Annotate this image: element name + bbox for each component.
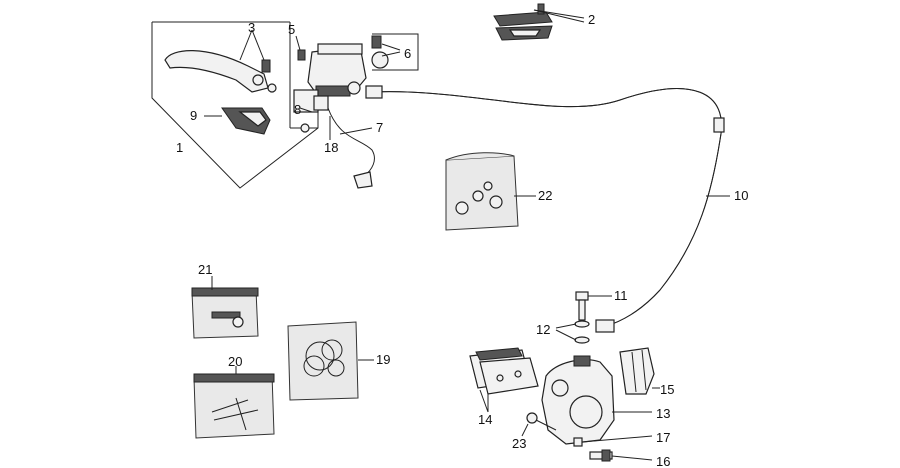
callout-6: 6 — [404, 46, 411, 61]
callout-17: 17 — [656, 430, 670, 445]
washer-12b — [574, 336, 590, 344]
callout-16: 16 — [656, 454, 670, 468]
callout-2: 2 — [588, 12, 595, 27]
banjo-bolt-11 — [575, 291, 589, 301]
brake-switch — [313, 95, 329, 111]
callout-11: 11 — [614, 288, 628, 303]
clamp-screw — [297, 49, 306, 61]
callout-15: 15 — [660, 382, 674, 397]
banjo-bolt — [371, 35, 382, 49]
callout-5: 5 — [288, 22, 295, 37]
callout-14: 14 — [478, 412, 492, 427]
callout-9: 9 — [190, 108, 197, 123]
callout-19: 19 — [376, 352, 390, 367]
callout-10: 10 — [734, 188, 748, 203]
callout-18: 18 — [324, 140, 338, 155]
group-1-outline — [151, 22, 319, 189]
hose-fitting-bottom — [595, 319, 615, 333]
mounting-screw-16 — [589, 451, 613, 460]
callout-23: 23 — [512, 436, 526, 451]
callout-1: 1 — [176, 140, 183, 155]
callout-22: 22 — [538, 188, 552, 203]
callout-3: 3 — [248, 20, 255, 35]
callout-21: 21 — [198, 262, 212, 277]
brake-pad-rear — [479, 357, 539, 395]
callout-20: 20 — [228, 354, 242, 369]
screw-kit-bag-20 — [193, 373, 275, 439]
callout-12: 12 — [536, 322, 550, 337]
washer-12a — [574, 320, 590, 328]
callout-8: 8 — [294, 102, 301, 117]
washer-17 — [573, 437, 583, 447]
bleed-screw — [526, 412, 538, 424]
callout-13: 13 — [656, 406, 670, 421]
reservoir-cap — [493, 11, 553, 27]
anti-rattle-spring — [619, 347, 655, 395]
pivot-screw — [261, 59, 271, 73]
hose-fitting-top — [365, 85, 383, 99]
callout-7: 7 — [376, 120, 383, 135]
brake-lever — [164, 50, 269, 93]
switch-wire — [327, 107, 375, 177]
brake-hose — [371, 88, 722, 327]
